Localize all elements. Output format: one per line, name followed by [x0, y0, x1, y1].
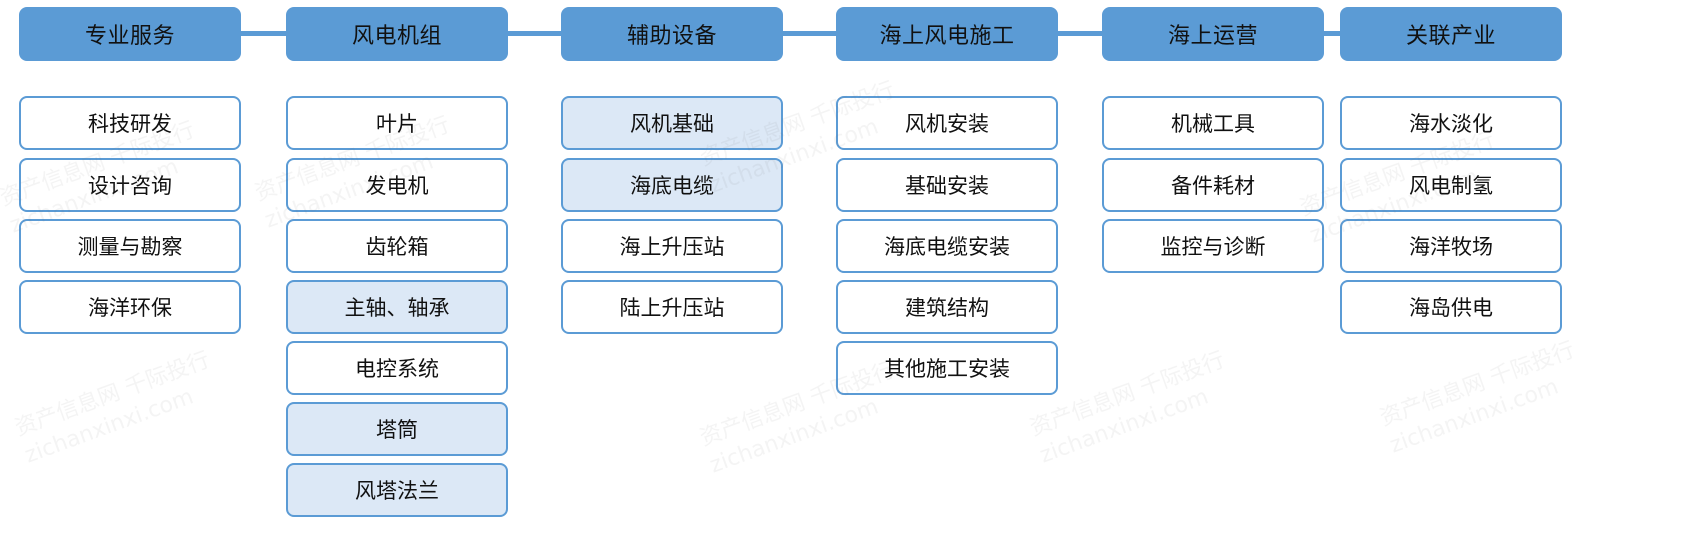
category-box: 海岛供电 [1340, 280, 1562, 334]
category-box: 海洋牧场 [1340, 219, 1562, 273]
category-box: 测量与勘察 [19, 219, 241, 273]
category-box: 风电制氢 [1340, 158, 1562, 212]
category-box: 其他施工安装 [836, 341, 1058, 395]
category-box: 海底电缆安装 [836, 219, 1058, 273]
category-box: 海上升压站 [561, 219, 783, 273]
category-box: 设计咨询 [19, 158, 241, 212]
category-box: 海水淡化 [1340, 96, 1562, 150]
column-header: 专业服务 [19, 7, 241, 61]
category-box: 发电机 [286, 158, 508, 212]
category-box: 备件耗材 [1102, 158, 1324, 212]
column-4: 海上运营机械工具备件耗材监控与诊断 [1102, 0, 1324, 560]
column-header: 海上风电施工 [836, 7, 1058, 61]
column-header: 辅助设备 [561, 7, 783, 61]
column-5: 关联产业海水淡化风电制氢海洋牧场海岛供电 [1340, 0, 1562, 560]
category-box: 叶片 [286, 96, 508, 150]
column-3: 海上风电施工风机安装基础安装海底电缆安装建筑结构其他施工安装 [836, 0, 1058, 560]
category-box: 海底电缆 [561, 158, 783, 212]
category-box: 海洋环保 [19, 280, 241, 334]
category-box: 风塔法兰 [286, 463, 508, 517]
category-box: 塔筒 [286, 402, 508, 456]
column-header: 海上运营 [1102, 7, 1324, 61]
category-box: 基础安装 [836, 158, 1058, 212]
column-header: 风电机组 [286, 7, 508, 61]
category-box: 电控系统 [286, 341, 508, 395]
category-box: 风机基础 [561, 96, 783, 150]
category-box: 齿轮箱 [286, 219, 508, 273]
category-box: 主轴、轴承 [286, 280, 508, 334]
category-box: 陆上升压站 [561, 280, 783, 334]
category-box: 风机安装 [836, 96, 1058, 150]
category-box: 建筑结构 [836, 280, 1058, 334]
column-2: 辅助设备风机基础海底电缆海上升压站陆上升压站 [561, 0, 783, 560]
column-0: 专业服务科技研发设计咨询测量与勘察海洋环保 [19, 0, 241, 560]
column-header: 关联产业 [1340, 7, 1562, 61]
category-box: 监控与诊断 [1102, 219, 1324, 273]
category-box: 科技研发 [19, 96, 241, 150]
column-1: 风电机组叶片发电机齿轮箱主轴、轴承电控系统塔筒风塔法兰 [286, 0, 508, 560]
category-box: 机械工具 [1102, 96, 1324, 150]
